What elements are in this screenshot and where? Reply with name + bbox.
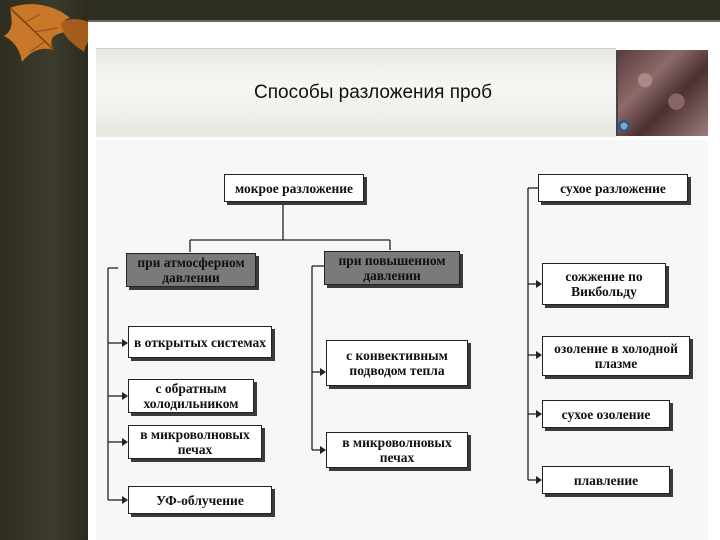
corner-photo-image	[616, 50, 708, 136]
slide-title: Способы разложения проб	[254, 82, 493, 103]
dry-ashing-box: сухое озоление	[542, 400, 670, 428]
wickbold-combustion-box: сожжение по Викбольду	[542, 263, 666, 305]
title-band	[96, 48, 616, 137]
fusion-box: плавление	[542, 466, 670, 494]
convective-heat-box: с конвективным подводом тепла	[326, 340, 468, 386]
reflux-condenser-box: с обратным холодильником	[128, 379, 254, 413]
microwave-atm-box: в микроволновых печах	[128, 425, 262, 459]
microwave-pressure-box: в микроволновых печах	[326, 432, 468, 468]
left-decor-bar	[0, 0, 104, 540]
uv-irradiation-box: УФ-облучение	[128, 486, 272, 514]
high-pressure-box: при повышенном давлении	[324, 251, 460, 285]
wet-decomposition-box: мокрое разложение	[224, 174, 364, 202]
dry-decomposition-box: сухое разложение	[538, 174, 688, 202]
atmospheric-pressure-box: при атмосферном давлении	[126, 253, 256, 287]
cold-plasma-ashing-box: озоление в холодной плазме	[542, 336, 690, 376]
open-systems-box: в открытых системах	[128, 326, 272, 358]
top-decor-bar	[88, 0, 720, 22]
globe-icon	[618, 120, 630, 132]
top-divider	[88, 20, 720, 22]
